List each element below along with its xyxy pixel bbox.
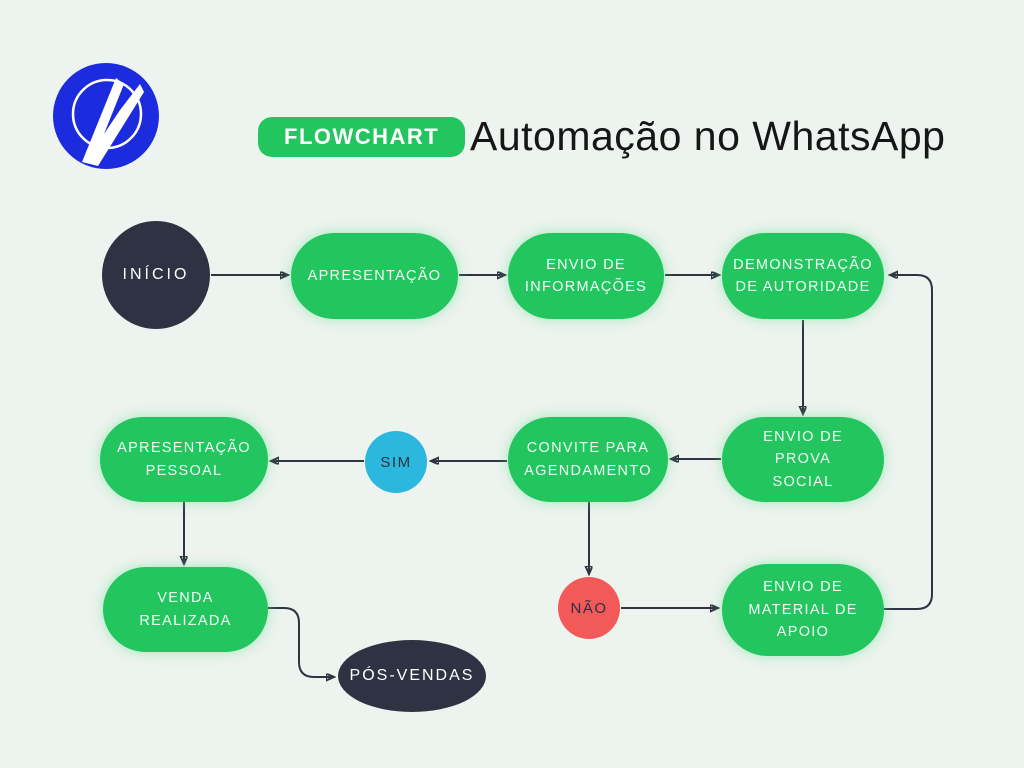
edge-venda-posvendas: [268, 607, 334, 677]
node-demonstracao-autoridade: DEMONSTRAÇÃO DE AUTORIDADE: [722, 233, 884, 319]
node-apresentacao-label: APRESENTAÇÃO: [307, 267, 442, 284]
bolt-monogram-icon: [53, 63, 159, 169]
node-sim-label: SIM: [380, 453, 412, 471]
node-envio-prova-social-label: ENVIO DE PROVA SOCIAL: [763, 428, 843, 490]
node-envio-informacoes-label: ENVIO DE INFORMAÇÕES: [524, 256, 648, 295]
node-nao: NÃO: [558, 577, 620, 639]
node-demonstracao-autoridade-label: DEMONSTRAÇÃO DE AUTORIDADE: [733, 256, 873, 295]
node-envio-informacoes: ENVIO DE INFORMAÇÕES: [508, 233, 664, 319]
node-envio-material-apoio: ENVIO DE MATERIAL DE APOIO: [722, 564, 884, 656]
node-venda-realizada: VENDA REALIZADA: [103, 567, 268, 652]
node-sim: SIM: [365, 431, 427, 493]
node-convite-agendamento: CONVITE PARA AGENDAMENTO: [508, 417, 668, 502]
node-inicio: INÍCIO: [102, 221, 210, 329]
node-apresentacao-pessoal-label: APRESENTAÇÃO PESSOAL: [117, 440, 251, 479]
node-inicio-label: INÍCIO: [122, 266, 190, 283]
edge-materialapoio-demonstracao: [884, 275, 933, 610]
node-pos-vendas-label: PÓS-VENDAS: [349, 667, 475, 684]
node-pos-vendas: PÓS-VENDAS: [338, 640, 486, 712]
page-title: Automação no WhatsApp: [470, 113, 946, 159]
node-venda-realizada-label: VENDA REALIZADA: [139, 590, 232, 629]
node-envio-prova-social: ENVIO DE PROVA SOCIAL: [722, 417, 884, 502]
node-convite-agendamento-label: CONVITE PARA AGENDAMENTO: [524, 440, 652, 479]
node-envio-material-apoio-label: ENVIO DE MATERIAL DE APOIO: [748, 579, 858, 641]
flowchart-badge: FLOWCHART: [258, 117, 466, 158]
node-apresentacao: APRESENTAÇÃO: [291, 233, 458, 319]
node-nao-label: NÃO: [570, 599, 608, 617]
node-apresentacao-pessoal: APRESENTAÇÃO PESSOAL: [100, 417, 268, 502]
